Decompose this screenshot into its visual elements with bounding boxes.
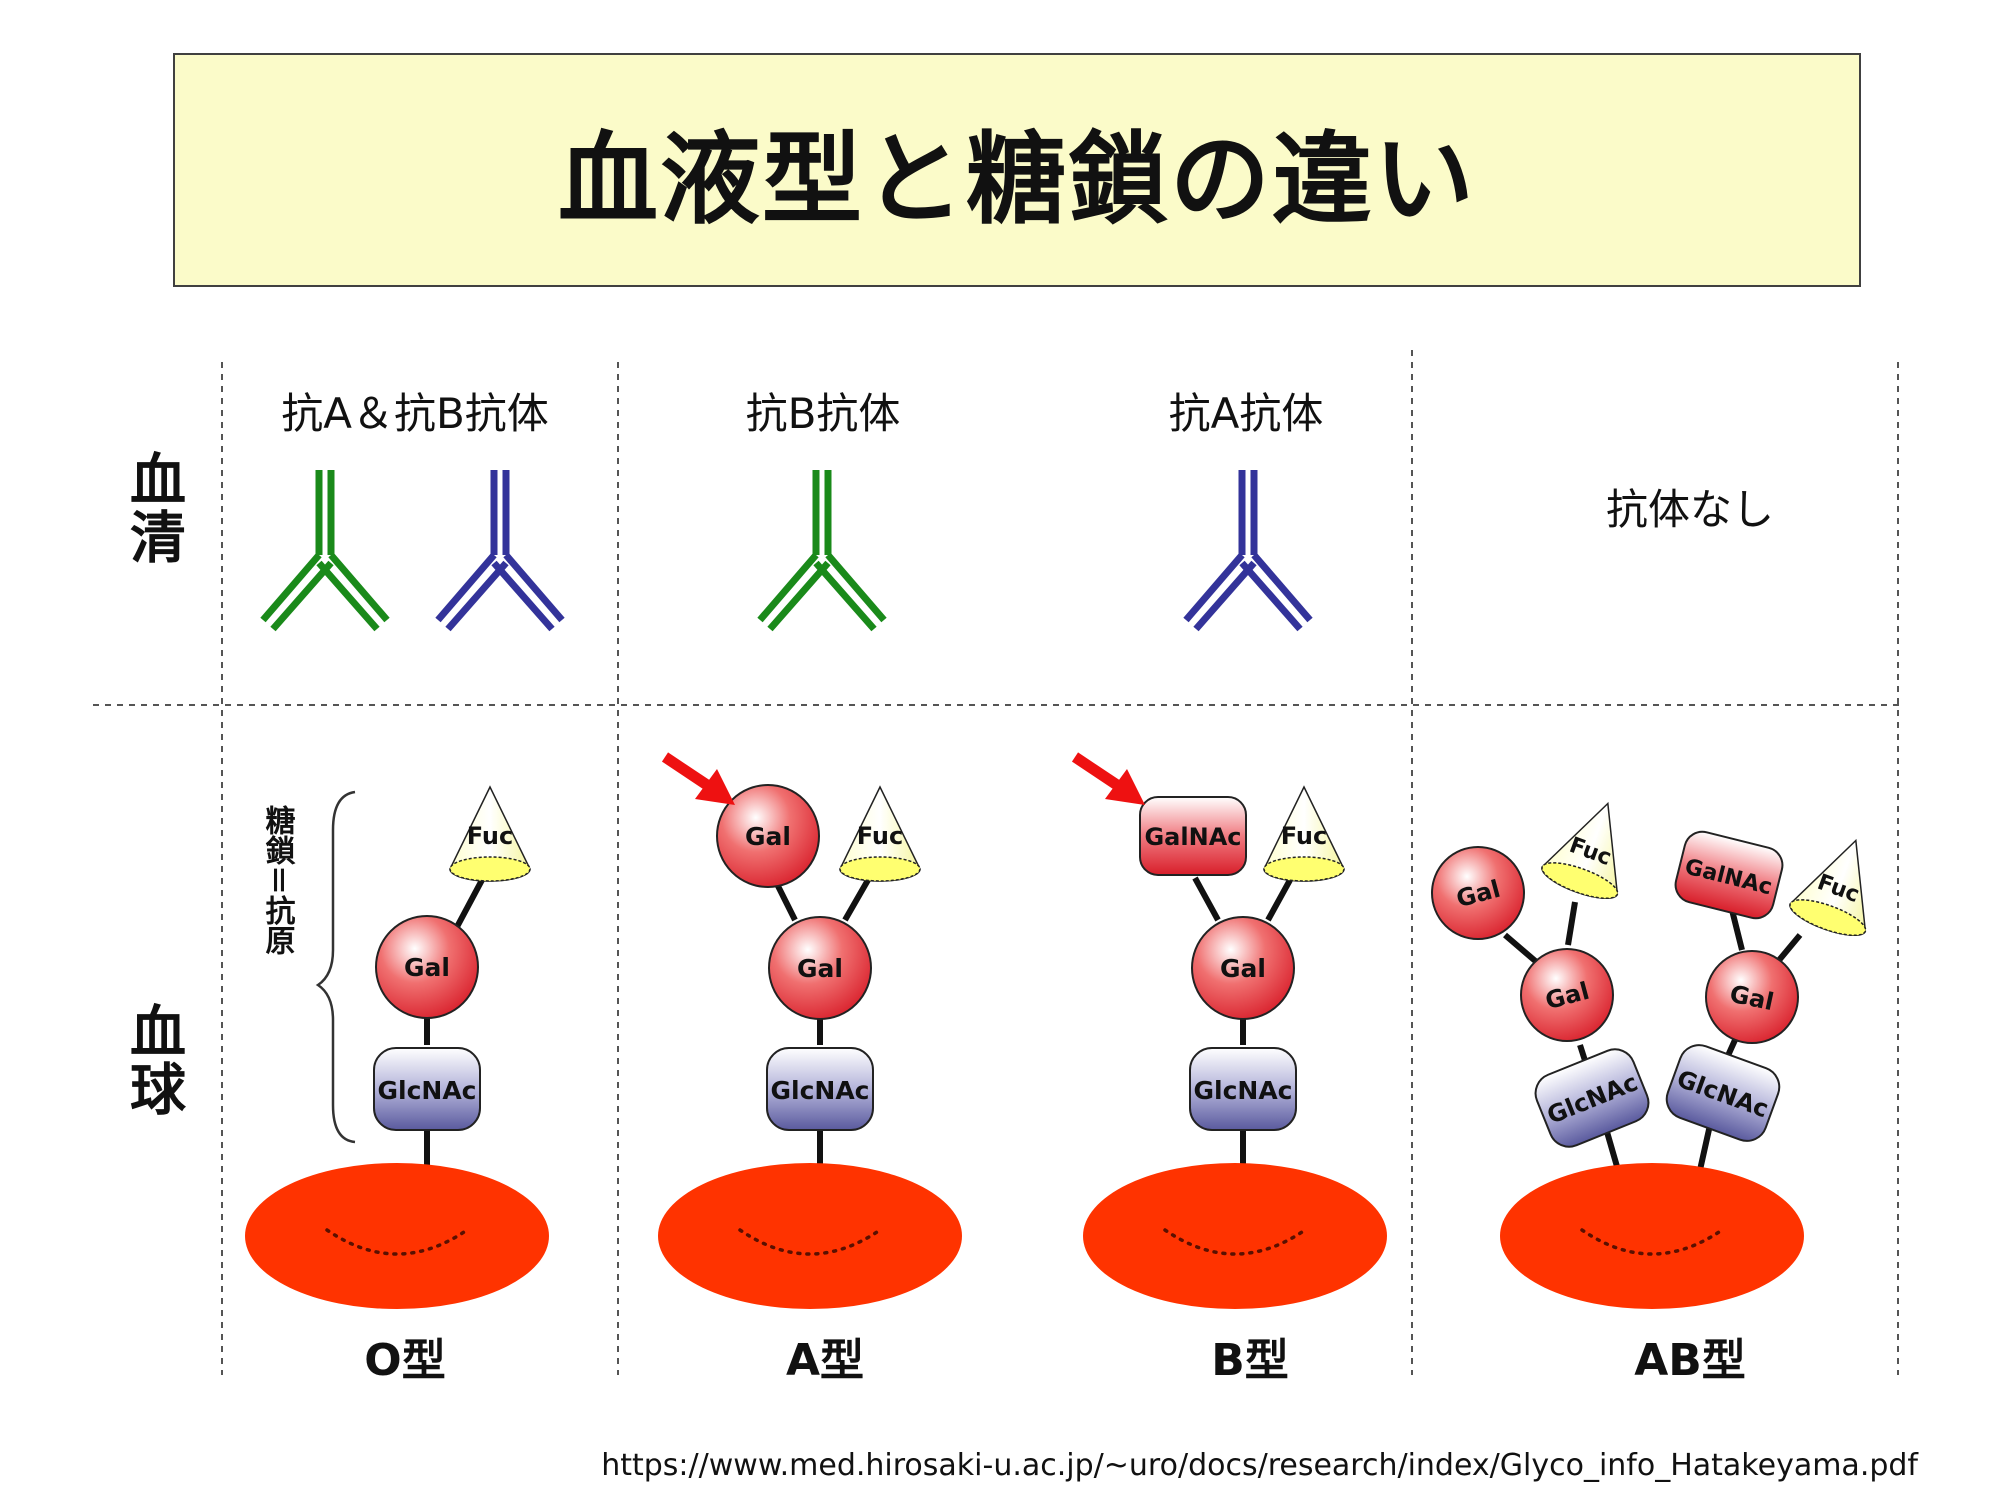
anti-b-antibody	[760, 470, 884, 629]
type-label-ab: AB型	[1634, 1335, 1746, 1386]
ab-type-structure: GlcNAc GlcNAc Gal Gal Gal Fuc GalNAc Fu	[1431, 789, 1895, 1311]
fuc-node: Fuc	[1263, 786, 1345, 882]
antibody-label-a: 抗B抗体	[746, 389, 901, 438]
gal-node: Gal	[375, 915, 479, 1019]
gal-node: Gal	[1520, 948, 1614, 1042]
red-blood-cell	[1081, 1161, 1389, 1311]
glcnac-node: GlcNAc	[373, 1047, 481, 1131]
type-label-a: A型	[786, 1335, 864, 1386]
svg-text:GlcNAc: GlcNAc	[771, 1076, 870, 1105]
type-label-b: B型	[1211, 1335, 1289, 1386]
a-type-structure: GlcNAc Gal Gal Fuc	[656, 757, 964, 1311]
red-arrow-icon	[1075, 757, 1145, 805]
antibody-label-o: 抗A＆抗B抗体	[281, 389, 549, 438]
fuc-node: Fuc	[449, 786, 531, 882]
gal-node: Gal	[1705, 950, 1799, 1044]
gal-node: Gal	[768, 916, 872, 1020]
antibody-label-ab: 抗体なし	[1606, 485, 1774, 534]
anti-b-antibody	[263, 470, 387, 629]
type-label-o: O型	[364, 1335, 445, 1386]
svg-text:Fuc: Fuc	[857, 822, 904, 850]
sugar-chain-bracket	[315, 790, 356, 1144]
anti-a-antibody	[438, 470, 562, 629]
svg-text:Gal: Gal	[797, 954, 843, 983]
svg-text:Gal: Gal	[404, 953, 450, 982]
svg-text:GlcNAc: GlcNAc	[378, 1076, 477, 1105]
galnac-node: GalNAc	[1139, 796, 1247, 876]
blood-cell-row-label: 血球	[121, 1002, 186, 1118]
red-arrow-icon	[665, 757, 735, 805]
page-title: 血液型と糖鎖の違い	[558, 120, 1476, 238]
svg-text:GlcNAc: GlcNAc	[1194, 1076, 1293, 1105]
glcnac-node: GlcNAc	[1534, 1048, 1650, 1148]
svg-text:Fuc: Fuc	[1281, 822, 1328, 850]
title-box: 血液型と糖鎖の違い	[173, 53, 1861, 287]
svg-text:GalNAc: GalNAc	[1144, 823, 1241, 851]
svg-text:Gal: Gal	[1220, 954, 1266, 983]
svg-text:Gal: Gal	[745, 822, 791, 851]
gal-node: Gal	[1191, 916, 1295, 1020]
fuc-node: Fuc	[839, 786, 921, 882]
svg-text:Fuc: Fuc	[467, 822, 514, 850]
red-blood-cell	[656, 1161, 964, 1311]
source-url[interactable]: https://www.med.hirosaki-u.ac.jp/~uro/do…	[601, 1448, 1918, 1483]
fuc-node: Fuc	[1537, 789, 1647, 907]
antibody-label-b: 抗A抗体	[1169, 389, 1324, 438]
o-type-structure: GlcNAc Gal Fuc	[243, 786, 551, 1311]
glcnac-node: GlcNAc	[1665, 1044, 1781, 1142]
anti-a-antibody	[1186, 470, 1310, 629]
b-type-structure: GlcNAc Gal GalNAc Fuc	[1075, 757, 1389, 1311]
galnac-node: GalNAc	[1674, 830, 1784, 920]
grid-lines	[93, 350, 1903, 1375]
fuc-node: Fuc	[1785, 826, 1895, 944]
glcnac-node: GlcNAc	[766, 1047, 874, 1131]
glcnac-node: GlcNAc	[1189, 1047, 1297, 1131]
red-blood-cell	[243, 1161, 551, 1311]
serum-row-label: 血清	[121, 450, 186, 566]
gal-node-terminal: Gal	[716, 784, 820, 888]
red-blood-cell	[1498, 1161, 1806, 1311]
sugar-chain-antigen-label: 糖鎖＝抗原	[260, 805, 296, 955]
gal-node-terminal: Gal	[1431, 846, 1525, 940]
